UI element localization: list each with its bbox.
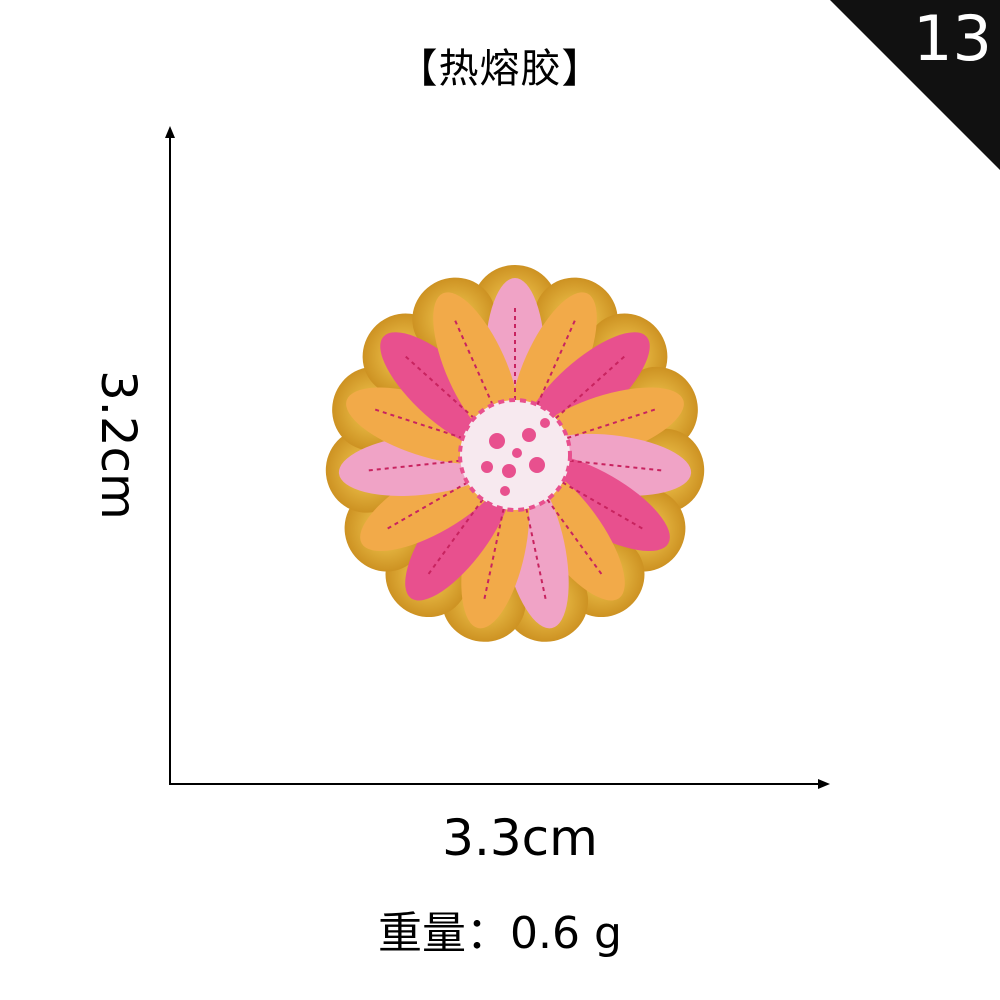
- item-number: 13: [913, 2, 992, 75]
- corner-badge: 13: [830, 0, 1000, 170]
- width-label: 3.3cm: [442, 809, 598, 867]
- horizontal-axis-arrow: [818, 779, 830, 789]
- height-label: 3.2cm: [90, 370, 146, 520]
- vertical-axis-arrow: [165, 126, 175, 138]
- flower-center: [458, 398, 572, 512]
- weight-label: 重量：0.6 g: [378, 908, 622, 959]
- page-title: 【热熔胶】: [397, 46, 603, 92]
- flower-patch-image: [325, 265, 705, 642]
- corner-triangle: [830, 0, 1000, 170]
